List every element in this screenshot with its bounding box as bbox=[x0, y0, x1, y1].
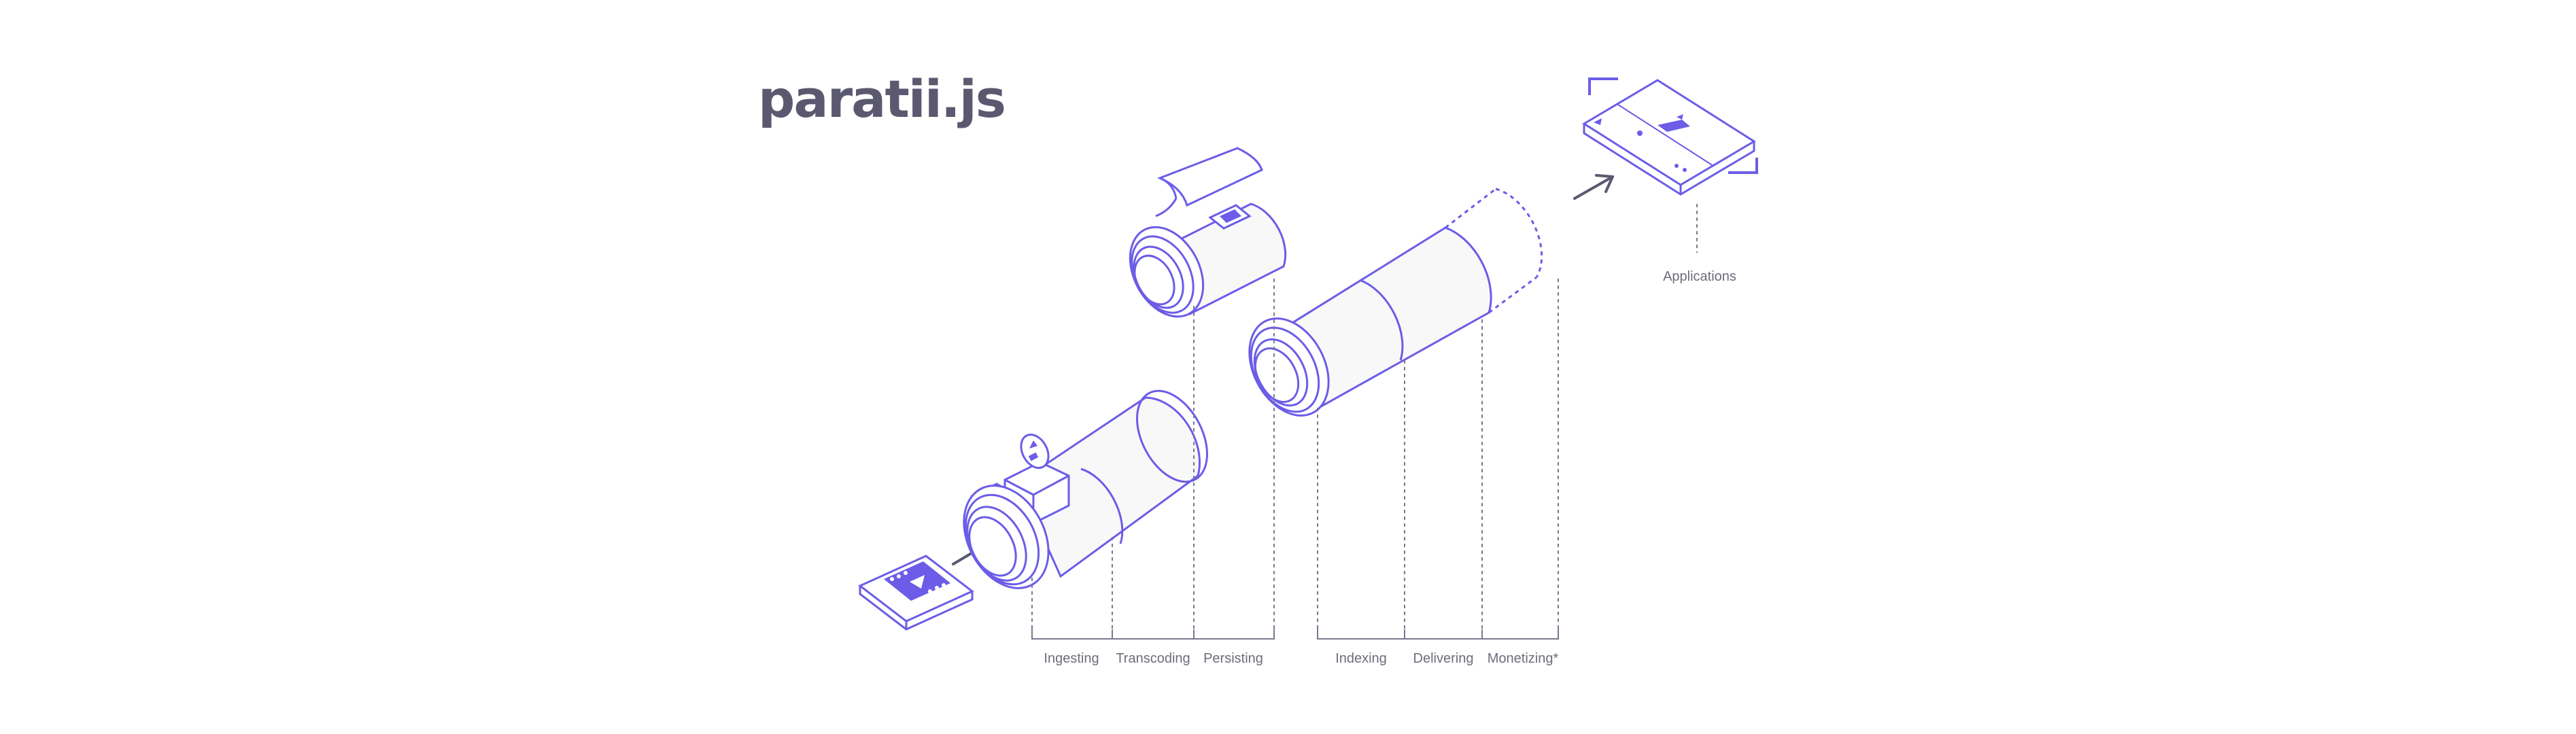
deliver-arrow-icon bbox=[1573, 174, 1614, 200]
video-file-icon bbox=[858, 555, 974, 631]
device-icon bbox=[1582, 77, 1758, 196]
stage-label-ingesting: Ingesting bbox=[1044, 651, 1099, 666]
logo-text: paratii.js bbox=[758, 69, 1006, 129]
stage-label-persisting: Persisting bbox=[1203, 651, 1263, 666]
delivery-pipe-icon bbox=[1248, 188, 1543, 417]
camera-pipe-icon bbox=[963, 389, 1208, 589]
applications-label: Applications bbox=[1663, 269, 1736, 284]
stage-label-monetizing: Monetizing* bbox=[1487, 651, 1559, 666]
stage-label-transcoding: Transcoding bbox=[1116, 651, 1190, 666]
stage-brackets bbox=[1031, 628, 1559, 640]
stage-label-delivering: Delivering bbox=[1413, 651, 1474, 666]
stage-guides bbox=[1031, 204, 1698, 639]
storage-pipe-icon bbox=[1129, 147, 1287, 318]
stage-label-indexing: Indexing bbox=[1335, 651, 1387, 666]
